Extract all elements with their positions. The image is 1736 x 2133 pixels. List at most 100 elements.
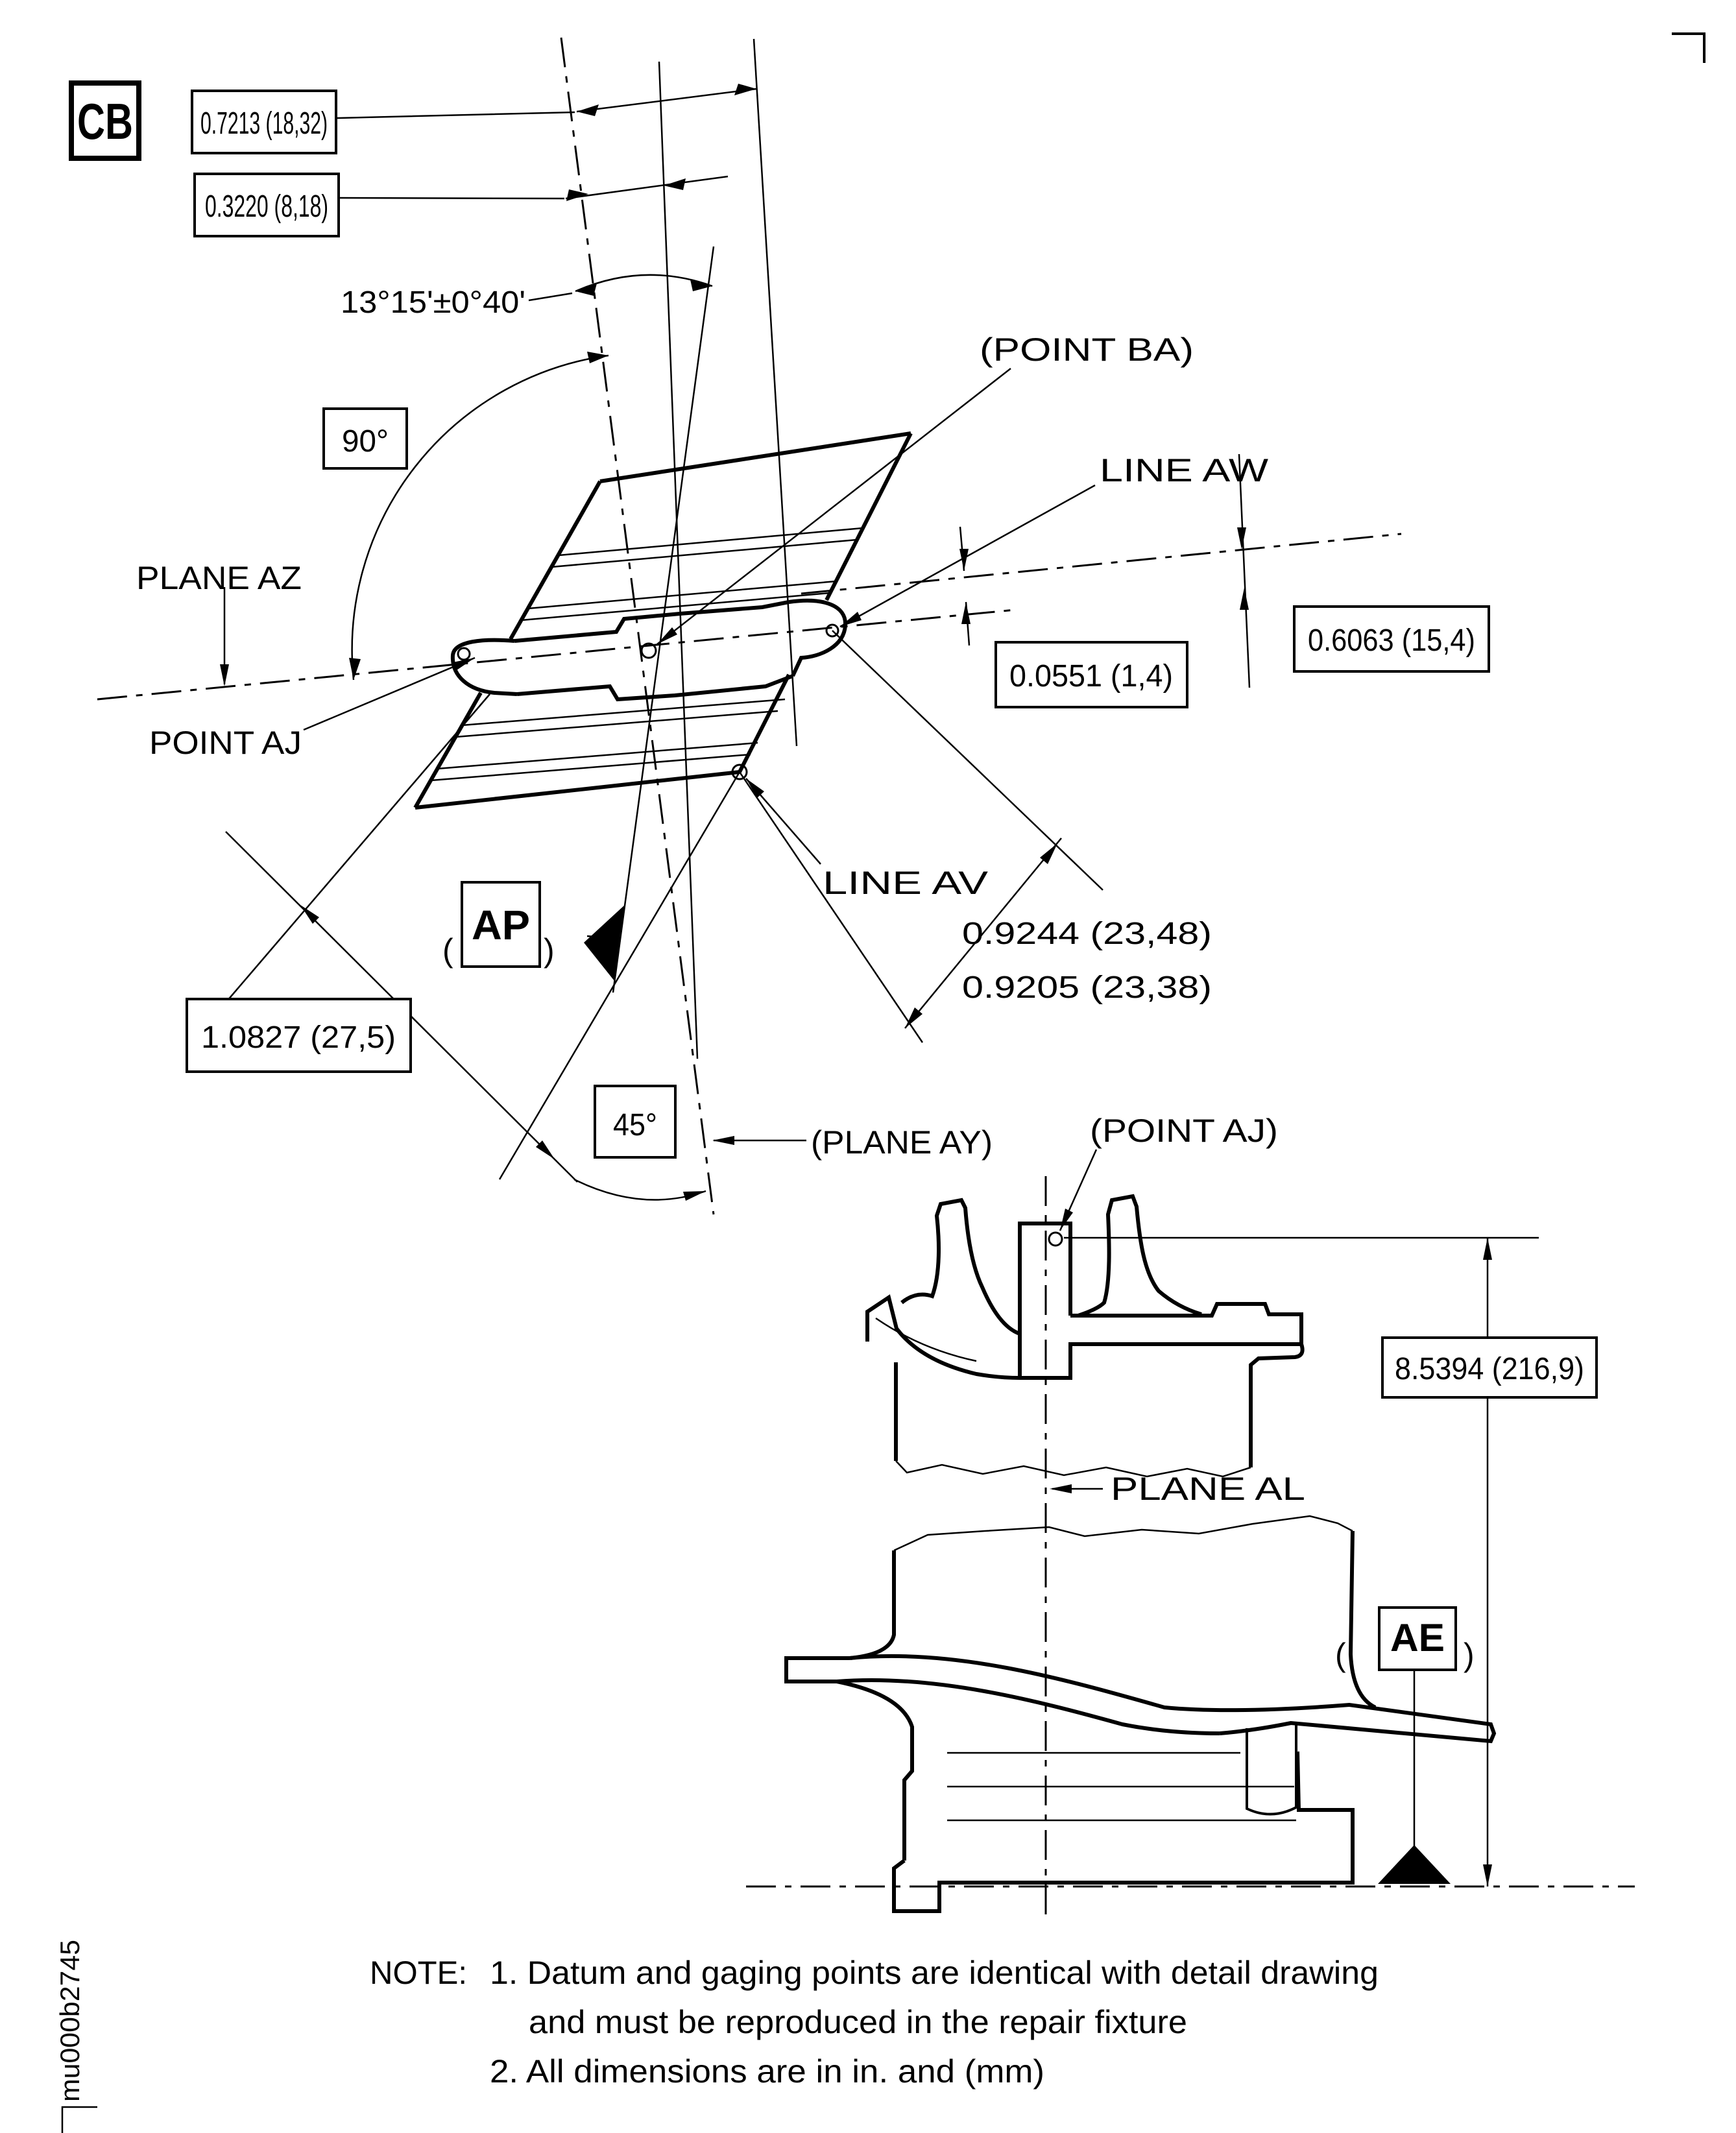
blade-axis-centerline <box>560 37 715 1215</box>
spacer-inner-left-edge <box>836 1680 914 1861</box>
edge-extension-line-1 <box>658 61 699 1059</box>
datum-symbol-ae: ( AE ) <box>1335 1606 1475 1884</box>
dim-0-0551-line <box>959 526 970 646</box>
edge-extension-line-2 <box>753 38 798 747</box>
label-point-aj: POINT AJ <box>149 725 302 761</box>
ap-datum-letter: AP <box>472 902 530 948</box>
dim-box-0-6063 <box>1293 605 1490 673</box>
spacer-section <box>784 1515 1497 1913</box>
notes-block: NOTE: 1. Datum and gaging points are ide… <box>370 1955 1379 2090</box>
plane-left-edge-lower <box>413 692 483 809</box>
label-plane-ay: (PLANE AY) <box>811 1124 993 1161</box>
dim-box-8-5394 <box>1381 1336 1598 1399</box>
label-line-aw: LINE AW <box>1100 452 1269 488</box>
cb-flag-box <box>69 80 141 161</box>
serration-trace-lines <box>430 527 863 782</box>
arrowheads-upper <box>220 84 1249 1201</box>
note-item1-line2: and must be reproduced in the repair fix… <box>529 2004 1187 2040</box>
figure-code-vertical: mu000b2745 <box>54 1940 85 2102</box>
rim-top-plateau <box>1070 1302 1303 1344</box>
dim-0-9244-line <box>904 838 1062 1029</box>
dim-box-0-0551 <box>995 641 1188 708</box>
ap-datum-triangle <box>584 905 625 981</box>
arrowheads-lower <box>1050 1209 1492 1886</box>
dim-13deg-arc <box>575 274 713 293</box>
dim-13deg-leader <box>528 292 573 302</box>
plane-az-centerline <box>97 609 1016 701</box>
spacer-bottom-foot <box>892 1751 1355 1913</box>
point-aj-lower-leader <box>1059 1149 1098 1231</box>
spacer-neck-left <box>849 1550 896 1660</box>
dim-0-7213-line <box>337 88 757 119</box>
ap-paren-open: ( <box>442 932 453 969</box>
spacer-slot <box>1246 1723 1297 1816</box>
dim-text-1-0827: 1.0827 (27,5) <box>201 1020 396 1055</box>
line-av-extension-right <box>738 771 924 1043</box>
dim-box-45deg <box>594 1085 677 1159</box>
point-ba-gage-circle <box>640 642 657 659</box>
dim-text-0-3220: 0.3220 (8,18) <box>205 189 328 224</box>
label-plane-az: PLANE AZ <box>136 560 302 596</box>
ae-paren-open: ( <box>1335 1637 1346 1673</box>
rim-fork-post-2 <box>1078 1194 1202 1318</box>
plane-top-edge <box>599 431 911 483</box>
ap-datum-box <box>461 881 541 968</box>
note-item2: 2. All dimensions are in in. and (mm) <box>490 2053 1044 2090</box>
cb-flag-label: CB <box>77 93 133 150</box>
dim-text-0-6063: 0.6063 (15,4) <box>1308 623 1475 658</box>
plane-left-edge-upper <box>509 480 602 640</box>
rim-break-line <box>895 1460 1251 1478</box>
point-aj-gage-circle <box>457 647 471 661</box>
dim-text-0-9244: 0.9244 (23,48) <box>962 917 1212 951</box>
lower-view: 8.5394 (216,9) (POINT AJ) PLANE AL ( AE … <box>746 1113 1635 1922</box>
strip-bottom-edge <box>516 674 794 702</box>
plane-right-edge-lower <box>738 673 791 773</box>
left-lobe <box>450 638 518 696</box>
dim-text-8-5394: 8.5394 (216,9) <box>1395 1352 1584 1386</box>
dim-box-0-3220 <box>193 173 340 237</box>
ae-datum-box <box>1378 1606 1457 1671</box>
line-aw-gage-circle <box>825 623 839 638</box>
dim-box-0-7213 <box>191 90 337 154</box>
dim-box-90deg <box>322 407 408 470</box>
upper-view-centerlines <box>97 37 1402 1215</box>
note-heading: NOTE: <box>370 1955 467 1991</box>
spacer-serration-lines <box>947 1752 1296 1822</box>
plane-right-edge-upper <box>825 432 913 601</box>
line-aw-leader <box>839 484 1096 628</box>
line-av-gage-circle <box>731 764 748 780</box>
disk-rim-section <box>865 1194 1305 1478</box>
ae-paren-close: ) <box>1464 1637 1475 1673</box>
datum-symbol-ap: ( AP ) <box>442 881 625 981</box>
rim-inner-curve <box>875 1317 977 1362</box>
note-item1-line1: 1. Datum and gaging points are identical… <box>490 1955 1379 1991</box>
line-aw-centerline <box>801 533 1402 595</box>
corner-mark-bottom-left <box>61 2106 97 2133</box>
label-point-ba: (POINT BA) <box>980 331 1194 368</box>
label-point-aj-lower: (POINT AJ) <box>1090 1113 1278 1149</box>
plane-bottom-edge <box>415 770 740 810</box>
line-av-extension <box>498 771 741 1180</box>
spacer-break-line <box>893 1515 1353 1552</box>
dim-text-90deg: 90° <box>342 424 389 459</box>
upper-view-construction-lines <box>226 38 1103 1180</box>
right-lobe <box>788 598 848 677</box>
point-aj-gage-circle-lower <box>1048 1231 1063 1247</box>
edge-extension-line-3 <box>612 246 715 993</box>
line-aw-point-extension <box>832 630 1103 891</box>
gage-plane-outline <box>413 431 913 810</box>
rim-body-right-edge <box>1249 1344 1305 1467</box>
dim-text-13deg: 13°15'±0°40' <box>341 285 525 320</box>
rim-fork-post-1 <box>900 1198 1021 1336</box>
rim-underside <box>1020 1342 1301 1380</box>
dim-90deg-arc <box>351 354 609 681</box>
dim-box-1-0827 <box>186 998 412 1073</box>
spacer-web-top-and-arm <box>849 1654 1497 1744</box>
ae-datum-triangle <box>1378 1845 1451 1884</box>
dim-0-3220-line <box>338 175 729 200</box>
strip-top-edge <box>514 600 790 643</box>
dim-text-0-0551: 0.0551 (1,4) <box>1009 659 1173 693</box>
point-ba-leader <box>657 368 1011 645</box>
gage-extension-line-left <box>226 693 490 1002</box>
rim-gage-pad <box>1018 1222 1072 1378</box>
